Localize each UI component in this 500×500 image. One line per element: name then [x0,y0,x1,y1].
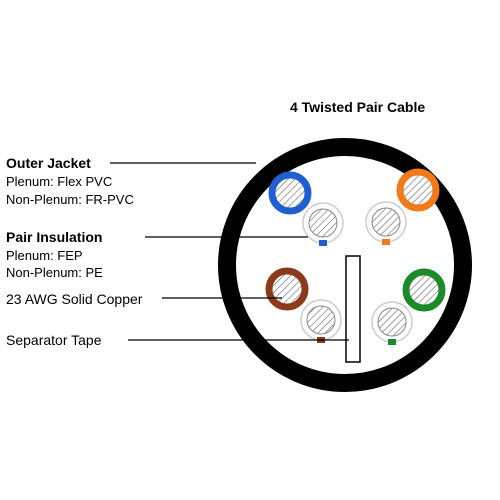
outer-jacket-nonplenum: Non-Plenum: FR-PVC [6,192,134,207]
separator-tape [345,255,361,363]
green-stripe [388,339,396,345]
orange-pair [365,168,440,245]
blue-conductor [268,171,312,215]
green-conductor [402,268,446,312]
pair-insulation-nonplenum: Non-Plenum: PE [6,265,103,280]
orange-stripe [382,239,390,245]
green-pair [371,268,446,345]
pair-insulation-heading: Pair Insulation [6,229,103,245]
outer-jacket-heading: Outer Jacket [6,155,91,171]
blue-stripe [319,240,327,246]
conductor-label: 23 AWG Solid Copper [6,291,143,307]
orange-conductor [396,168,440,212]
separator-label: Separator Tape [6,332,102,348]
blue-pair [268,171,344,246]
diagram-title: 4 Twisted Pair Cable [290,99,426,115]
outer-jacket-plenum: Plenum: Flex PVC [6,174,113,189]
pair-insulation-plenum: Plenum: FEP [6,248,83,263]
brown-conductor [265,267,309,311]
